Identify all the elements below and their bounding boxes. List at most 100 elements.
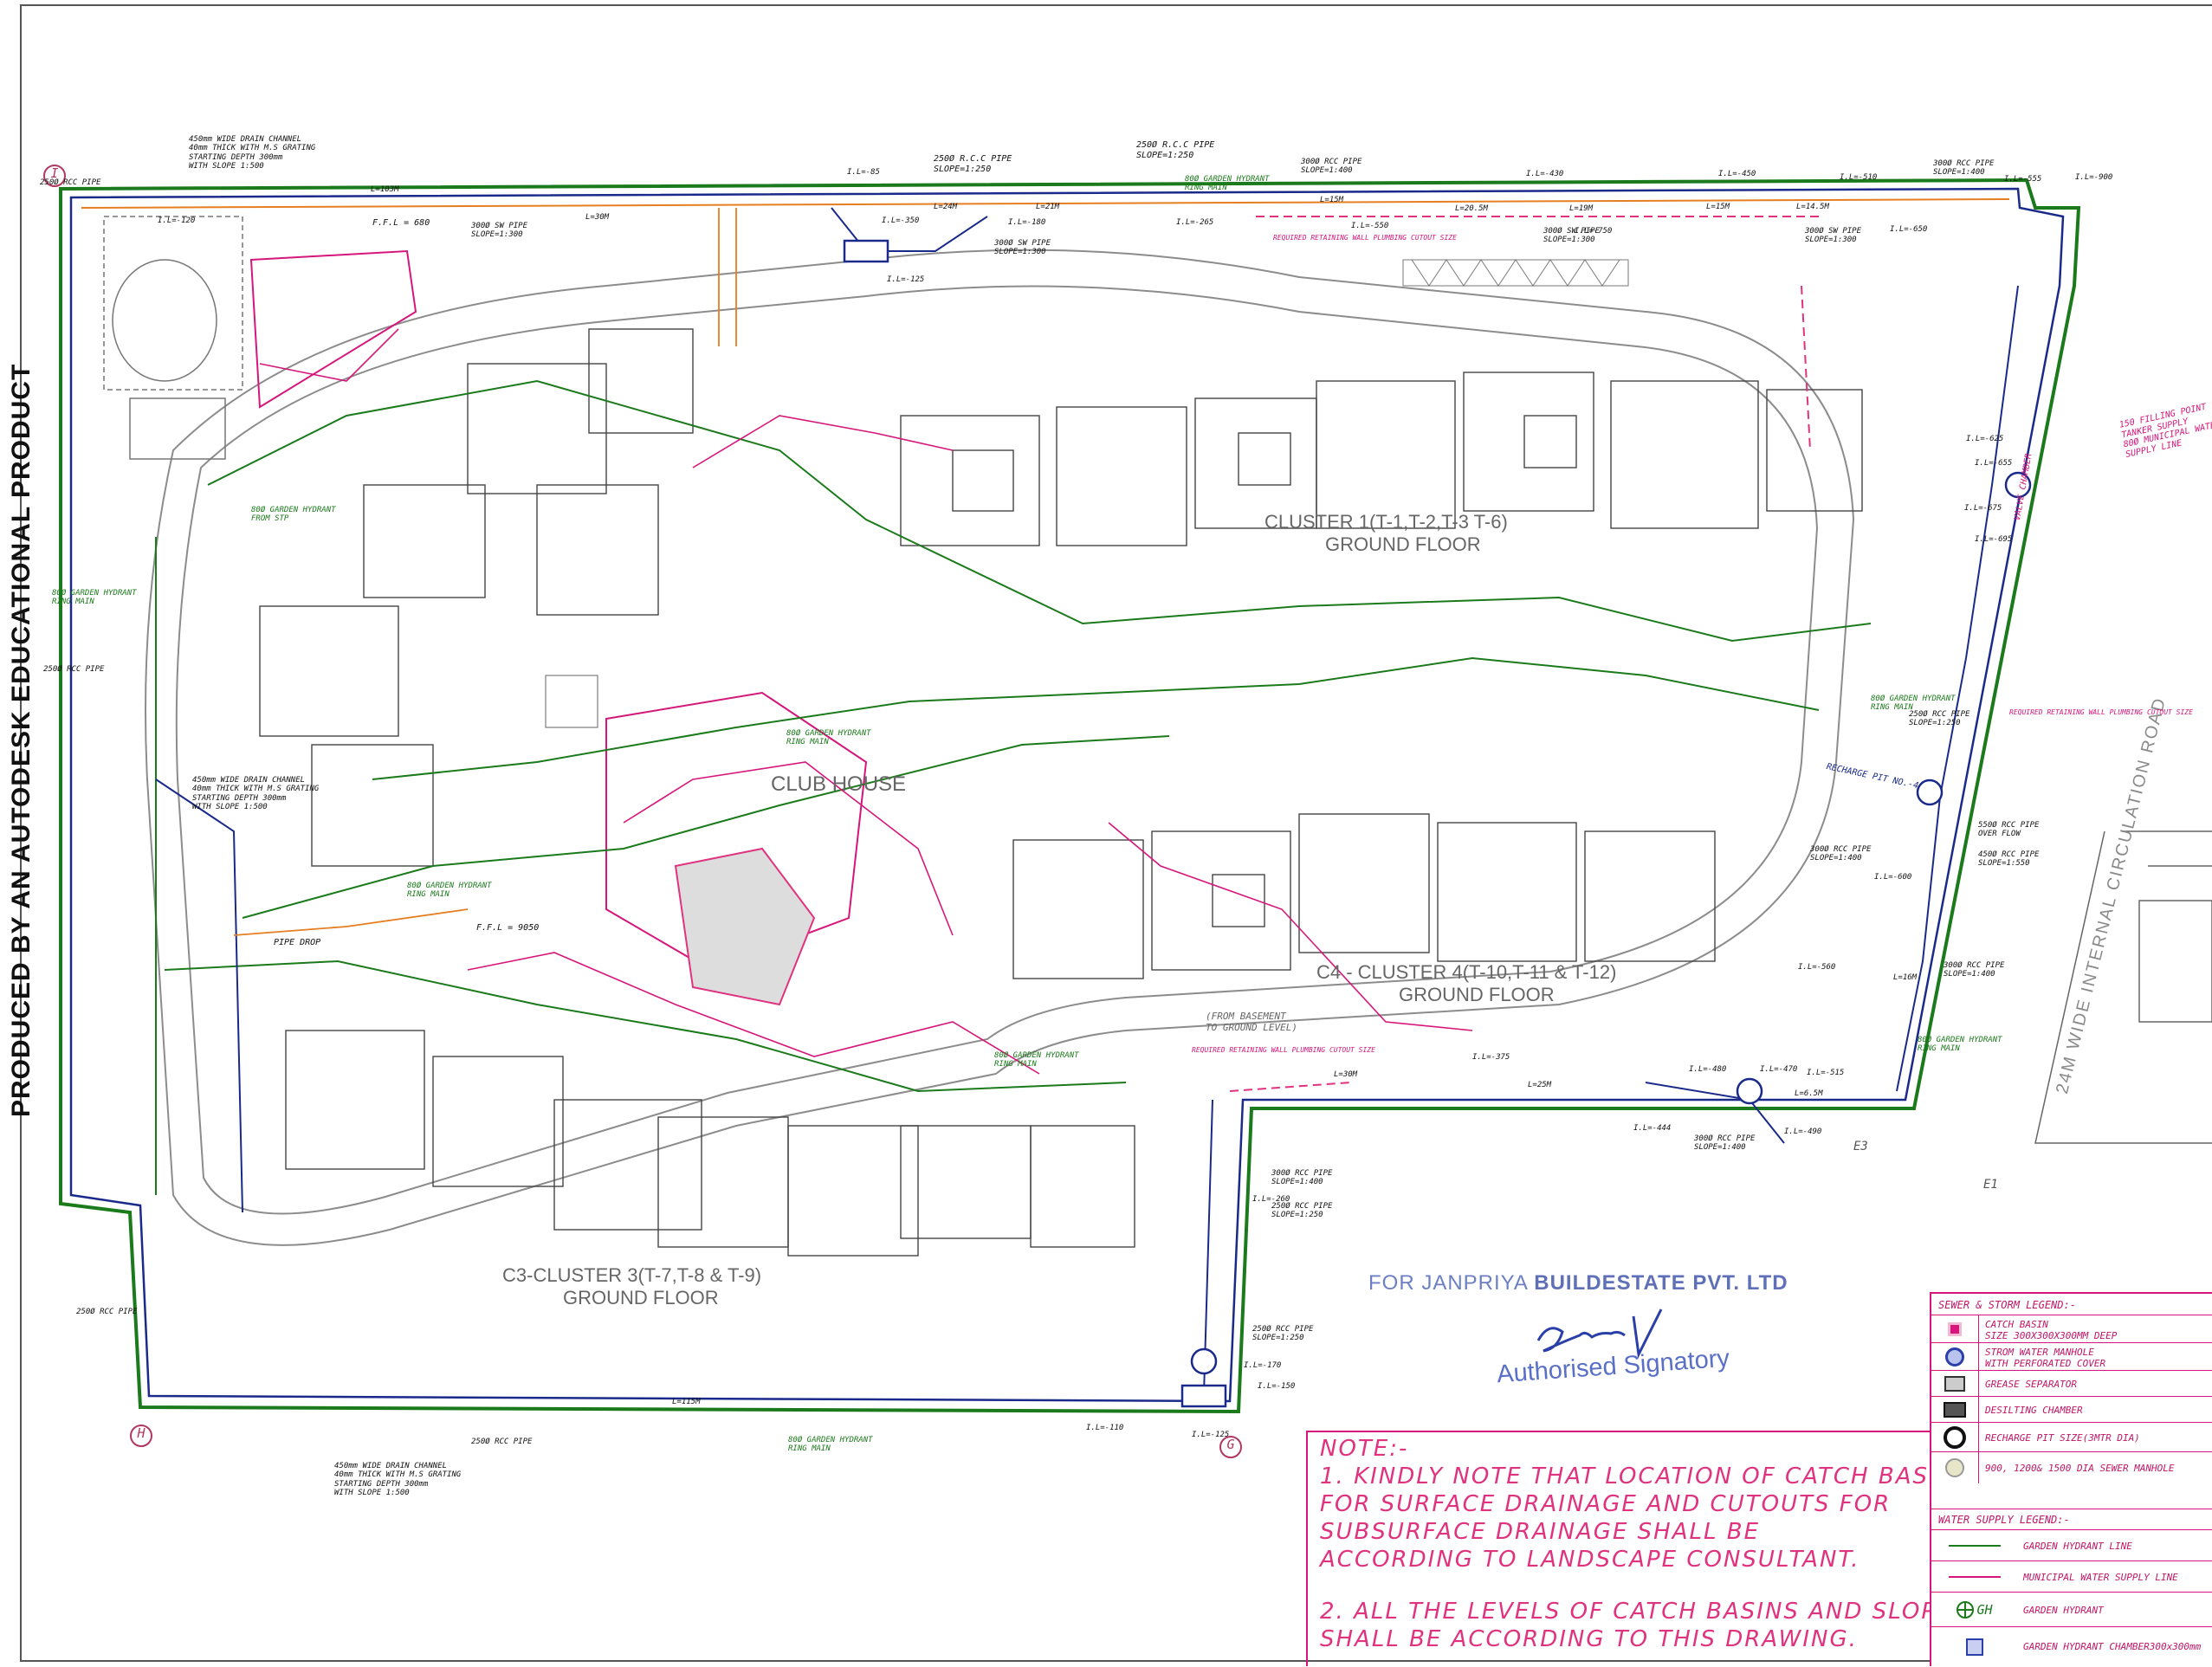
retaining-callout-1: REQUIRED RETAINING WALL PLUMBING CUTOUT …: [1273, 234, 1457, 242]
level-il5: I.L=-265: [1176, 218, 1214, 227]
ring-road: [145, 249, 1855, 1246]
level-l14: L=6.5M: [1795, 1089, 1823, 1098]
level-il23: I.L=-470: [1760, 1065, 1798, 1074]
retaining-callout-2: REQUIRED RETAINING WALL PLUMBING CUTOUT …: [1192, 1046, 1375, 1054]
legend-row-sewer-manhole: 900, 1200& 1500 DIA SEWER MANHOLE: [1931, 1451, 2212, 1483]
level-il7: I.L=-430: [1526, 170, 1564, 178]
legend-label-hydrant-line: GARDEN HYDRANT LINE: [2023, 1541, 2132, 1552]
level-l4: L=21M: [1036, 203, 1060, 211]
level-il18: I.L=-695: [1975, 535, 2013, 544]
legend-label-sewer-manhole: 900, 1200& 1500 DIA SEWER MANHOLE: [1985, 1463, 2175, 1474]
adjacent-plot: [2034, 830, 2212, 1144]
autodesk-watermark: PRODUCED BY AN AUTODESK EDUCATIONAL PROD…: [7, 363, 36, 1117]
cluster-3-label: C3-CLUSTER 3(T-7,T-8 & T-9) GROUND FLOOR: [502, 1264, 761, 1309]
level-il15: I.L=-625: [1966, 435, 2004, 443]
level-il11: I.L=-900: [2075, 173, 2113, 182]
hydrant-callout-7: 80Ø GARDEN HYDRANT RING MAIN: [1918, 1036, 2002, 1054]
level-il29: I.L=-170: [1244, 1361, 1282, 1370]
level-il19: I.L=-600: [1874, 873, 1912, 882]
pipe-callout-250-bottom: 250Ø RCC PIPE: [471, 1438, 533, 1446]
legend-label-storm-manhole: STROM WATER MANHOLE WITH PERFORATED COVE…: [1985, 1347, 2106, 1370]
water-legend-heading-row: WATER SUPPLY LEGEND:-: [1931, 1509, 2212, 1530]
pipe-callout-250-b2: 250Ø RCC PIPE SLOPE=1:250: [1271, 1202, 1333, 1220]
drain-callout-bottom: 450mm WIDE DRAIN CHANNEL 40mm THICK WITH…: [334, 1462, 462, 1498]
ffl-callout-2: F.F.L = 9050: [476, 923, 540, 933]
hydrant-callout-4: 80Ø GARDEN HYDRANT RING MAIN: [994, 1051, 1079, 1069]
legend-row-recharge: RECHARGE PIT SIZE(3MTR DIA): [1931, 1422, 2212, 1452]
grid-point-e3: E3: [1853, 1140, 1868, 1153]
note-box: NOTE:- 1. KINDLY NOTE THAT LOCATION OF C…: [1306, 1431, 2073, 1666]
pipe-callout-250-b4: 250Ø RCC PIPE SLOPE=1:250: [1252, 1325, 1314, 1343]
legend-label-hydrant-chamber: GARDEN HYDRANT CHAMBER300x300mm: [2023, 1641, 2202, 1652]
cluster-2-buildings: [259, 328, 694, 867]
municipal-line-icon: [1931, 1561, 2018, 1593]
storm-drain-network: [155, 207, 2019, 1395]
cluster-3-name: C3-CLUSTER 3(T-7,T-8 & T-9): [502, 1264, 762, 1286]
desilting-chamber-icon: [1931, 1397, 1979, 1423]
level-il22: I.L=-480: [1689, 1065, 1727, 1074]
cluster-4-floor: GROUND FLOOR: [1399, 984, 1555, 1005]
level-il21: I.L=-375: [1472, 1053, 1510, 1062]
legend-row-garden-hydrant: GH GARDEN HYDRANT: [1931, 1592, 2212, 1627]
cluster-3-floor: GROUND FLOOR: [563, 1287, 719, 1308]
legend-label-catch-basin: CATCH BASIN SIZE 300X300X300MM DEEP: [1985, 1319, 2118, 1342]
sewer-manhole-icon: [1931, 1452, 1979, 1483]
level-il16: I.L=-655: [1975, 459, 2013, 468]
pipe-callout-300-b5: 300Ø RCC PIPE SLOPE=1:400: [1694, 1134, 1756, 1153]
grid-point-h: H: [130, 1425, 152, 1447]
legend-label-garden-hydrant: GARDEN HYDRANT: [2023, 1605, 2104, 1616]
hydrant-callout-1: 80Ø GARDEN HYDRANT RING MAIN: [1185, 175, 1270, 193]
pipe-callout-250-left2: 250Ø RCC PIPE: [76, 1308, 138, 1316]
note-line-3: SUBSURFACE DRAINAGE SHALL BE: [1320, 1519, 1760, 1545]
level-il28: I.L=-150: [1258, 1382, 1296, 1391]
grid-point-e1: E1: [1983, 1178, 1998, 1192]
level-l12: L=25M: [1528, 1081, 1552, 1089]
legend-label-recharge: RECHARGE PIT SIZE(3MTR DIA): [1985, 1432, 2140, 1444]
note-heading: NOTE:-: [1320, 1436, 1409, 1462]
legend-label-grease: GREASE SEPARATOR: [1985, 1379, 2077, 1390]
cluster-4-label: C4 - CLUSTER 4(T-10,T-11 & T-12) GROUND …: [1316, 961, 1616, 1006]
pipe-callout-300sw-1: 300Ø SW PIPE SLOPE=1:300: [471, 222, 528, 240]
hydrant-chamber-icon: [1931, 1627, 2018, 1667]
sewer-legend-heading: SEWER & STORM LEGEND:-: [1938, 1299, 2076, 1311]
pipe-callout-250-tl: 250Ø RCC PIPE: [40, 178, 101, 187]
legend-row-grease: GREASE SEPARATOR: [1931, 1370, 2212, 1397]
company-stamp-light: FOR JANPRIYA: [1368, 1271, 1535, 1295]
level-il25: I.L=-490: [1784, 1127, 1822, 1136]
level-il4: I.L=-350: [882, 216, 920, 225]
retaining-walls: [1229, 216, 1819, 1092]
garden-hydrant-ring-main: [155, 379, 1872, 1195]
cluster-3-buildings: [285, 1030, 1135, 1257]
company-stamp-bold: BUILDESTATE PVT. LTD: [1534, 1271, 1788, 1295]
legend-label-desilting: DESILTING CHAMBER: [1985, 1405, 2083, 1416]
legend-row-catch-basin: CATCH BASIN SIZE 300X300X300MM DEEP: [1931, 1315, 2212, 1343]
pipe-callout-550: 550Ø RCC PIPE OVER FLOW: [1978, 821, 2040, 839]
level-il14: I.L=-125: [887, 275, 925, 284]
grease-separator-icon: [1931, 1371, 1979, 1397]
legend-box: SEWER & STORM LEGEND:- CATCH BASIN SIZE …: [1930, 1292, 2212, 1666]
pipe-callout-250-top2: 250Ø R.C.C PIPE SLOPE=1:250: [1136, 140, 1215, 160]
pipe-callout-300sw-2: 300Ø SW PIPE SLOPE=1:300: [994, 239, 1051, 257]
level-il9: I.L=-510: [1840, 173, 1878, 182]
hydrant-callout-2: 80Ø GARDEN HYDRANT RING MAIN: [786, 729, 871, 747]
pipe-callout-300-right: 300Ø RCC PIPE SLOPE=1:400: [1810, 845, 1872, 863]
hydrant-callout-stp: 80Ø GARDEN HYDRANT FROM STP: [251, 506, 336, 524]
catch-basin-icon: [1931, 1315, 1979, 1343]
level-il10: I.L=-555: [2004, 175, 2042, 184]
level-l10: L=115M: [672, 1398, 701, 1406]
club-house: [545, 675, 868, 1006]
note-line-6: SHALL BE ACCORDING TO THIS DRAWING.: [1320, 1626, 1858, 1652]
corner-landscape: [103, 216, 417, 460]
pipe-callout-300-top: 300Ø RCC PIPE SLOPE=1:400: [1301, 158, 1362, 176]
note-line-4: ACCORDING TO LANDSCAPE CONSULTANT.: [1320, 1547, 1860, 1573]
pipe-callout-300-tr: 300Ø RCC PIPE SLOPE=1:400: [1933, 159, 1995, 178]
hydrant-callout-6: 80Ø GARDEN HYDRANT RING MAIN: [1871, 695, 1956, 713]
level-l9: L=14.5M: [1796, 203, 1829, 211]
storm-manhole-icon: [1931, 1343, 1979, 1371]
signature-mark-icon: [1536, 1308, 1663, 1360]
recharge-pit-icon: [1931, 1423, 1979, 1452]
level-il24: I.L=-515: [1807, 1069, 1845, 1077]
pipe-callout-250-top: 250Ø R.C.C PIPE SLOPE=1:250: [934, 154, 1012, 174]
legend-row-hydrant-chamber: GARDEN HYDRANT CHAMBER300x300mm: [1931, 1626, 2212, 1667]
